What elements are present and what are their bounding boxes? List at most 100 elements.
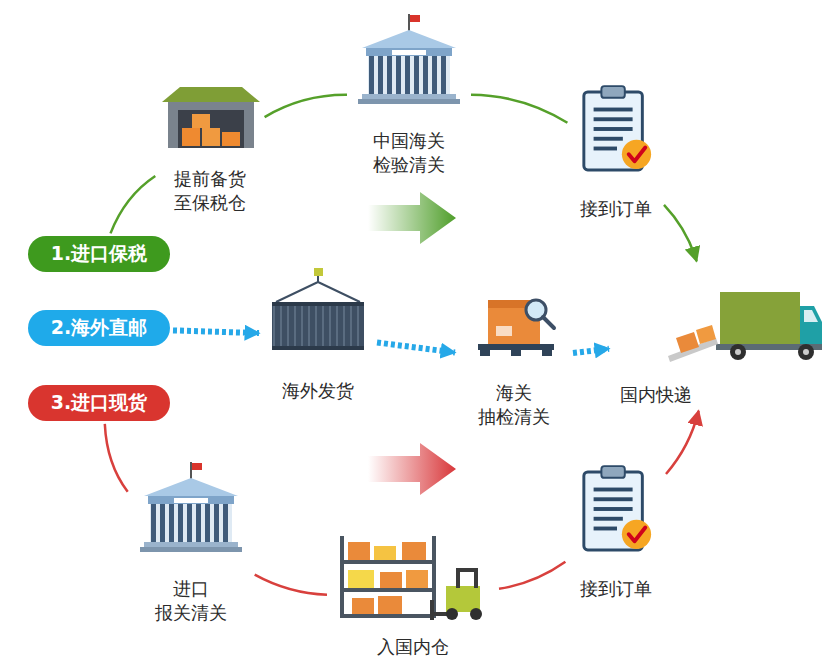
domestic-warehouse-icon [348,570,374,588]
inspection-pallet-icon [480,350,490,356]
inspection-pallet-icon [496,326,512,336]
order-clipboard-icon [584,466,651,550]
process-step: 接到订单 [570,82,662,222]
bonded-warehouse-icon [202,128,220,146]
delivery-truck-icon [676,332,699,353]
customs-building-icon [358,14,460,104]
inspection-pallet-icon [511,350,521,356]
flow-connector [173,330,259,333]
bonded-warehouse-icon [182,128,200,146]
delivery-truck-icon [798,344,814,360]
order-clipboard-icon [584,86,651,170]
domestic-warehouse-icon [456,570,460,588]
domestic-warehouse-icon [456,568,476,572]
bonded-warehouse-icon [192,114,210,128]
domestic-warehouse-icon [446,608,458,620]
flow-connector [255,575,327,595]
domestic-warehouse-icon [380,572,402,588]
container-icon [272,302,364,306]
mode-label: 1.进口保税 [51,241,147,267]
flow-connector [664,205,697,261]
domestic-warehouse-icon [430,600,434,620]
domestic-warehouse-icon [378,596,402,614]
process-step: 国内快递 [612,264,822,408]
bonded-warehouse-icon [178,110,244,148]
inspection-pallet-icon [478,344,554,350]
domestic-warehouse-icon [340,536,344,618]
flow-connector [573,349,609,353]
step-caption: 接到订单 [580,197,652,220]
domestic-warehouse-icon [348,542,370,560]
process-step: 中国海关 检验清关 [350,12,468,178]
process-step: 提前备货 至保税仓 [158,84,262,216]
customs-building-icon [358,14,460,104]
domestic-warehouse-icon [406,570,428,588]
domestic-warehouse-icon [352,598,374,614]
container-icon [272,268,364,350]
delivery-truck-icon [735,349,741,355]
flow-arrow-decoration [368,443,456,495]
domestic-warehouse-icon [374,546,396,560]
delivery-truck-icon [800,306,822,346]
inspection-pallet-icon [543,317,554,328]
container-icon [272,346,364,350]
delivery-truck-icon [696,325,716,344]
domestic-warehouse-icon [340,588,436,592]
process-step: 海关 抽检清关 [458,290,570,430]
step-caption: 国内快递 [620,383,692,406]
domestic-warehouse-icon [434,612,448,616]
flow-connector [471,95,567,123]
delivery-truck-icon [720,292,800,344]
flow-connector [666,411,699,474]
step-caption: 中国海关 检验清关 [368,129,451,176]
step-caption: 提前备货 至保税仓 [169,167,252,214]
container-icon [272,302,364,350]
process-step: 接到订单 [568,462,664,602]
process-step: 海外发货 [262,266,374,404]
bonded-warehouse-icon [168,102,254,148]
domestic-warehouse-icon [340,536,482,620]
bonded-warehouse-icon [162,87,260,102]
bonded-warehouse-icon [222,132,240,146]
delivery-truck-icon [804,310,818,322]
domestic-warehouse-icon [402,542,426,560]
domestic-warehouse-icon [470,608,482,620]
order-clipboard-icon [584,86,651,170]
order-clipboard-icon [584,466,651,550]
flow-connector [377,343,455,353]
delivery-truck-icon [668,292,822,362]
inspection-pallet-icon [542,350,552,356]
customs-building-icon [140,462,242,552]
domestic-warehouse-icon [340,560,436,564]
flow-arrow-decoration [368,192,456,244]
mode-label: 2.海外直邮 [51,315,147,341]
flow-connector [105,424,128,492]
domestic-warehouse-icon [340,614,436,618]
process-step: 入国内仓 [330,528,496,660]
flow-connector [265,95,347,117]
step-caption: 进口 报关清关 [150,577,233,624]
container-icon [314,268,323,276]
mode-label-pill: 2.海外直邮 [28,310,170,346]
step-caption: 海关 抽检清关 [473,381,556,428]
customs-building-icon [140,462,242,552]
domestic-warehouse-icon [474,568,478,588]
step-caption: 入国内仓 [377,635,449,658]
mode-label-pill: 3.进口现货 [28,385,170,421]
delivery-truck-icon [730,344,746,360]
step-caption: 海外发货 [282,379,354,402]
flow-connector [111,176,156,233]
delivery-truck-icon [803,349,809,355]
container-icon [276,276,360,302]
bonded-warehouse-icon [162,87,260,148]
inspection-pallet-icon [478,300,554,356]
step-caption: 接到订单 [580,577,652,600]
process-step: 进口 报关清关 [130,460,252,626]
mode-label: 3.进口现货 [51,390,147,416]
flow-arrow-decoration [368,443,456,495]
flow-connector [499,562,565,589]
mode-label-pill: 1.进口保税 [28,236,170,272]
flow-arrow-decoration [368,192,456,244]
